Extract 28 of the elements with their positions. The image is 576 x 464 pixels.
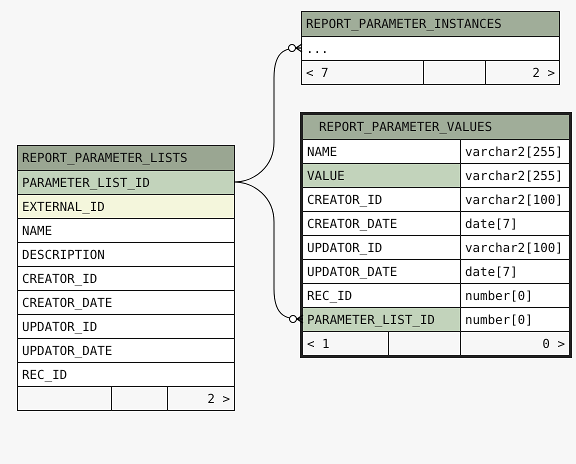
table-name: REPORT_PARAMETER_VALUES: [303, 115, 569, 139]
column-row: EXTERNAL_ID: [18, 194, 234, 218]
row-count: 2 >: [167, 386, 234, 410]
data-type: varchar2[100]: [460, 235, 569, 259]
relationship-line: [234, 182, 304, 324]
data-type: varchar2[255]: [460, 139, 569, 163]
entity-table: [301, 11, 560, 85]
data-type: number[0]: [460, 307, 569, 331]
footer-box: [18, 386, 111, 410]
column-name: VALUE: [303, 163, 460, 187]
footer-box: [388, 331, 460, 355]
data-type: varchar2[100]: [460, 187, 569, 211]
row-count: < 1: [303, 331, 388, 355]
entity-table: [300, 112, 572, 358]
data-type: date[7]: [460, 211, 569, 235]
data-type: varchar2[255]: [460, 163, 569, 187]
row-count: < 7: [302, 60, 423, 84]
footer-box: [111, 386, 167, 410]
row-count: 0 >: [460, 331, 569, 355]
entity-table: [17, 145, 235, 411]
table-name: REPORT_PARAMETER_LISTS: [18, 146, 234, 170]
row-count: 2 >: [485, 60, 559, 84]
column-name: PARAMETER_LIST_ID: [303, 307, 460, 331]
data-type: date[7]: [460, 259, 569, 283]
table-name: REPORT_PARAMETER_INSTANCES: [302, 12, 559, 36]
data-type: number[0]: [460, 283, 569, 307]
footer-box: [423, 60, 485, 84]
column-row: PARAMETER_LIST_ID: [18, 170, 234, 194]
